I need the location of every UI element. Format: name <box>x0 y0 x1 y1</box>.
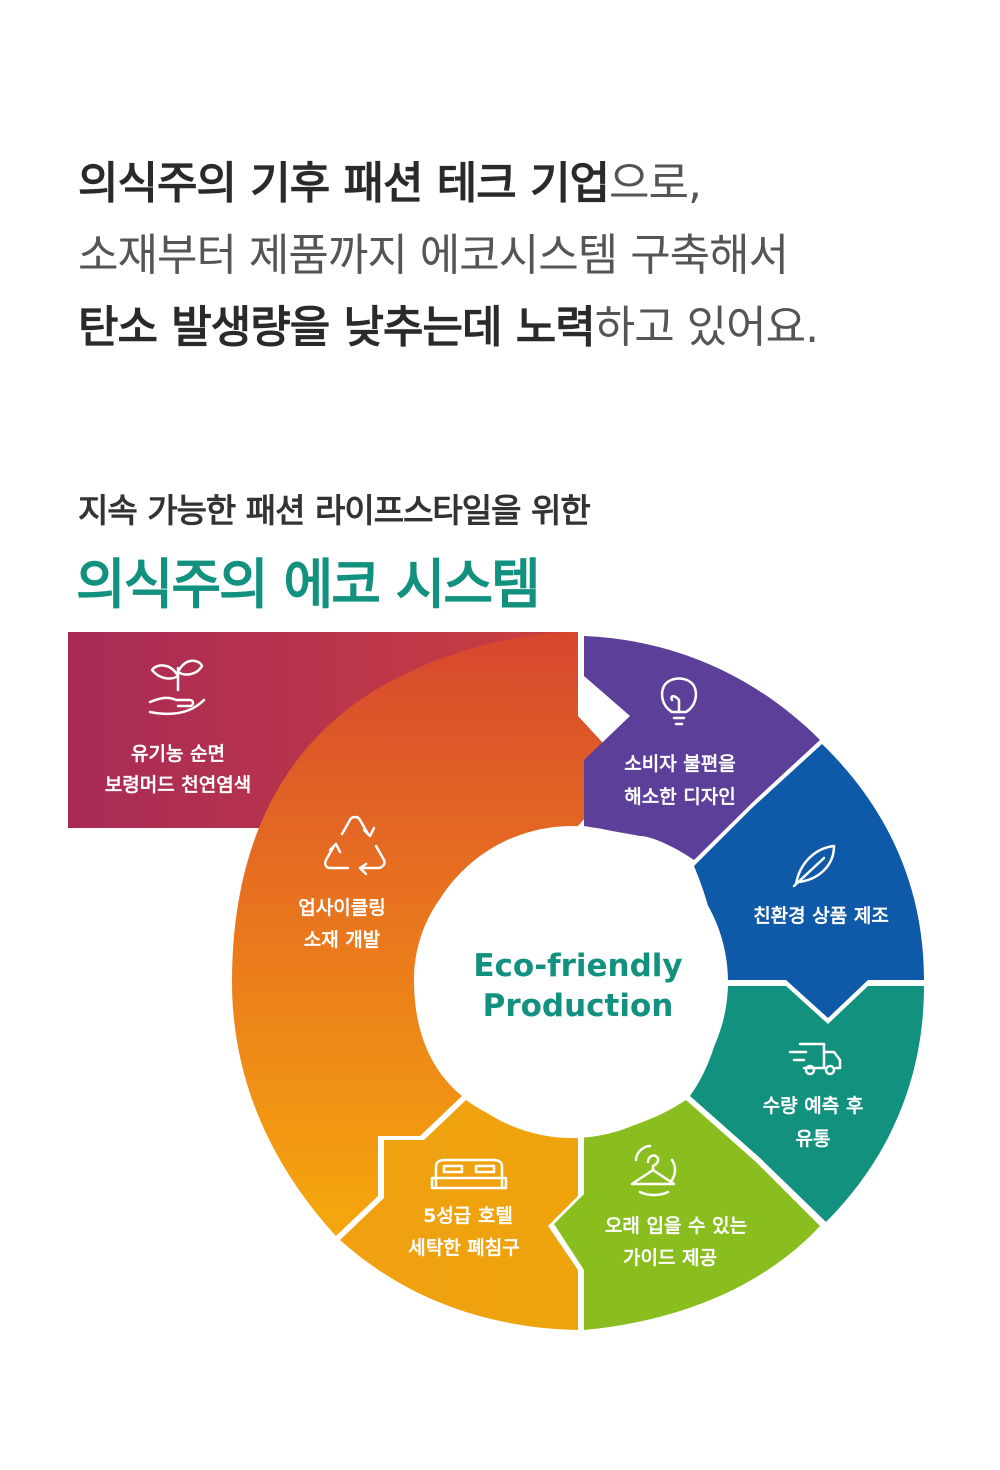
eco-product-label-line1: 친환경 상품 제조 <box>753 905 889 927</box>
bedding-label-line2: 세탁한 폐침구 <box>408 1237 520 1259</box>
intro-line-3-rest: 하고 있어요. <box>594 302 819 353</box>
intro-line-1-rest: 으로, <box>609 158 702 209</box>
upcycling-label-line1: 업사이클링 <box>298 897 385 919</box>
bed-icon <box>430 1158 508 1190</box>
segment-eco-product-shape <box>694 744 924 1018</box>
guide-label-line1: 오래 입을 수 있는 <box>605 1215 747 1237</box>
intro-line-3-bold: 탄소 발생량을 낮추는데 노력 <box>78 302 596 353</box>
truck-icon <box>788 1042 842 1076</box>
distribution-label-line1: 수량 예측 후 <box>763 1095 864 1117</box>
segment-design-shape <box>584 636 820 860</box>
center-label-line2: Production <box>483 988 674 1024</box>
sprout-hand-icon <box>148 659 206 716</box>
guide-label-line2: 가이드 제공 <box>623 1247 717 1269</box>
organic-label-line2: 보령머드 천연염색 <box>105 774 251 796</box>
segment-guide-shape <box>554 1100 820 1330</box>
hanger-icon <box>630 1144 677 1197</box>
section-headline: 의식주의 에코 시스템 <box>76 553 541 616</box>
intro-line-3: 탄소 발생량을 낮추는데 노력하고 있어요. <box>78 292 978 364</box>
intro-line-1: 의식주의 기후 패션 테크 기업으로, <box>78 148 978 220</box>
intro-line-1-bold: 의식주의 기후 패션 테크 기업 <box>78 158 610 209</box>
upcycling-label-line2: 소재 개발 <box>304 929 381 951</box>
segment-distribution-shape <box>690 986 924 1222</box>
center-label-line1: Eco-friendly <box>473 948 682 984</box>
leaf-icon <box>792 844 836 888</box>
segment-bedding-shape <box>340 1100 578 1330</box>
section-subtitle: 지속 가능한 패션 라이프스타일을 위한 <box>78 491 591 530</box>
design-label-line2: 해소한 디자인 <box>624 786 736 808</box>
center-circle <box>416 826 728 1138</box>
organic-label-line1: 유기농 순면 <box>131 743 225 765</box>
intro-text: 의식주의 기후 패션 테크 기업으로, 소재부터 제품까지 에코시스템 구축해서… <box>78 148 978 364</box>
intro-line-2: 소재부터 제품까지 에코시스템 구축해서 <box>78 230 789 281</box>
bedding-label-line1: 5성급 호텔 <box>423 1205 513 1227</box>
recycle-icon <box>323 815 386 876</box>
distribution-label-line2: 유통 <box>796 1128 831 1150</box>
segment-upcycling-shape <box>232 632 628 1236</box>
lightbulb-icon <box>660 677 698 726</box>
design-label-line1: 소비자 불편을 <box>624 753 736 775</box>
